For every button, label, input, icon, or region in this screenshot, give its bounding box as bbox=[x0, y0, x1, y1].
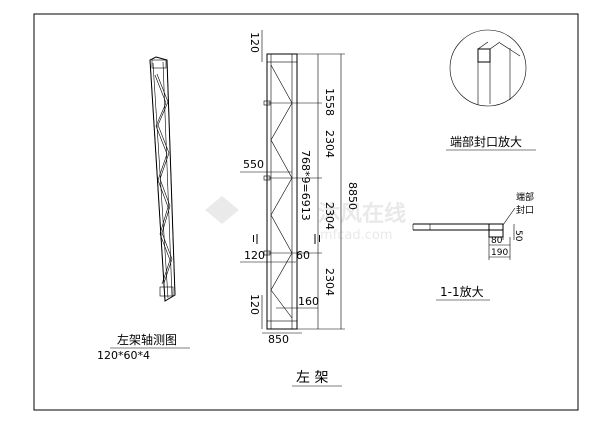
axon-outer-frame bbox=[149, 56, 176, 302]
section-leader bbox=[502, 207, 516, 226]
dim-160: 160 bbox=[298, 295, 319, 308]
section-title: 1-1放大 bbox=[440, 284, 484, 299]
axon-web-back bbox=[156, 73, 173, 284]
watermark-url: mfcad.com bbox=[320, 228, 393, 243]
axon-chord-right bbox=[166, 59, 176, 296]
section-note-1: 端部 bbox=[516, 191, 534, 203]
front-outer-frame bbox=[266, 53, 298, 330]
end-cap-plate-top2 bbox=[489, 41, 501, 50]
dim-550: 550 bbox=[243, 158, 264, 171]
axon-chord-left bbox=[149, 59, 166, 302]
axon-web bbox=[154, 74, 171, 285]
axonometric-view: 左架轴测图 120*60*4 bbox=[97, 56, 190, 362]
dim-50: 50 bbox=[513, 230, 523, 242]
section-detail: 端部 封口 80 190 50 1-1放大 bbox=[412, 191, 534, 301]
watermark-brand: 沐风在线 bbox=[318, 201, 406, 227]
end-cap-detail-circle bbox=[449, 29, 527, 107]
dim-total-8850: 8850 bbox=[346, 182, 359, 210]
end-cap-title: 端部封口放大 bbox=[450, 134, 522, 149]
front-title: 左 架 bbox=[296, 370, 328, 386]
dim-2304-a: 2304 bbox=[323, 130, 336, 158]
front-view: 1558 2304 2304 2304 8850 768*9=6913 120 … bbox=[240, 30, 359, 387]
dim-120-mid: 120 bbox=[244, 249, 265, 262]
axon-end-bottom bbox=[159, 286, 174, 297]
dim-190: 190 bbox=[491, 248, 508, 258]
front-end-top bbox=[266, 53, 298, 63]
axon-end-top bbox=[151, 59, 167, 69]
end-cap-member-back bbox=[499, 42, 521, 57]
section-mark-left: I bbox=[252, 234, 255, 245]
dim-1558: 1558 bbox=[323, 88, 336, 116]
end-cap-plate-top bbox=[477, 41, 489, 50]
dim-2304-c: 2304 bbox=[323, 268, 336, 296]
dim-80: 80 bbox=[491, 236, 503, 246]
dim-top-120: 120 bbox=[248, 32, 261, 53]
axon-section-size: 120*60*4 bbox=[97, 349, 150, 362]
front-plate-3 bbox=[263, 250, 271, 256]
front-plate-1 bbox=[263, 100, 271, 106]
dim-60: 60 bbox=[296, 249, 310, 262]
section-mark-right: I bbox=[318, 234, 321, 245]
axon-chord-inner-right bbox=[162, 61, 173, 297]
end-cap-detail: 端部封口放大 bbox=[446, 29, 536, 151]
dim-bot-120: 120 bbox=[248, 294, 261, 315]
dim-2304-b: 2304 bbox=[323, 202, 336, 230]
section-note-2: 封口 bbox=[516, 204, 534, 216]
axon-title: 左架轴测图 bbox=[117, 332, 177, 347]
front-web bbox=[270, 64, 293, 319]
front-end-bottom bbox=[266, 320, 298, 330]
dim-850: 850 bbox=[268, 333, 289, 346]
watermark: 沐风在线 mfcad.com bbox=[205, 196, 406, 243]
front-plate-2 bbox=[263, 175, 271, 181]
drawing-border bbox=[33, 13, 579, 411]
dim-repeat: 768*9=6913 bbox=[299, 150, 312, 221]
watermark-logo-icon bbox=[205, 196, 239, 224]
end-cap-plate bbox=[477, 48, 491, 63]
